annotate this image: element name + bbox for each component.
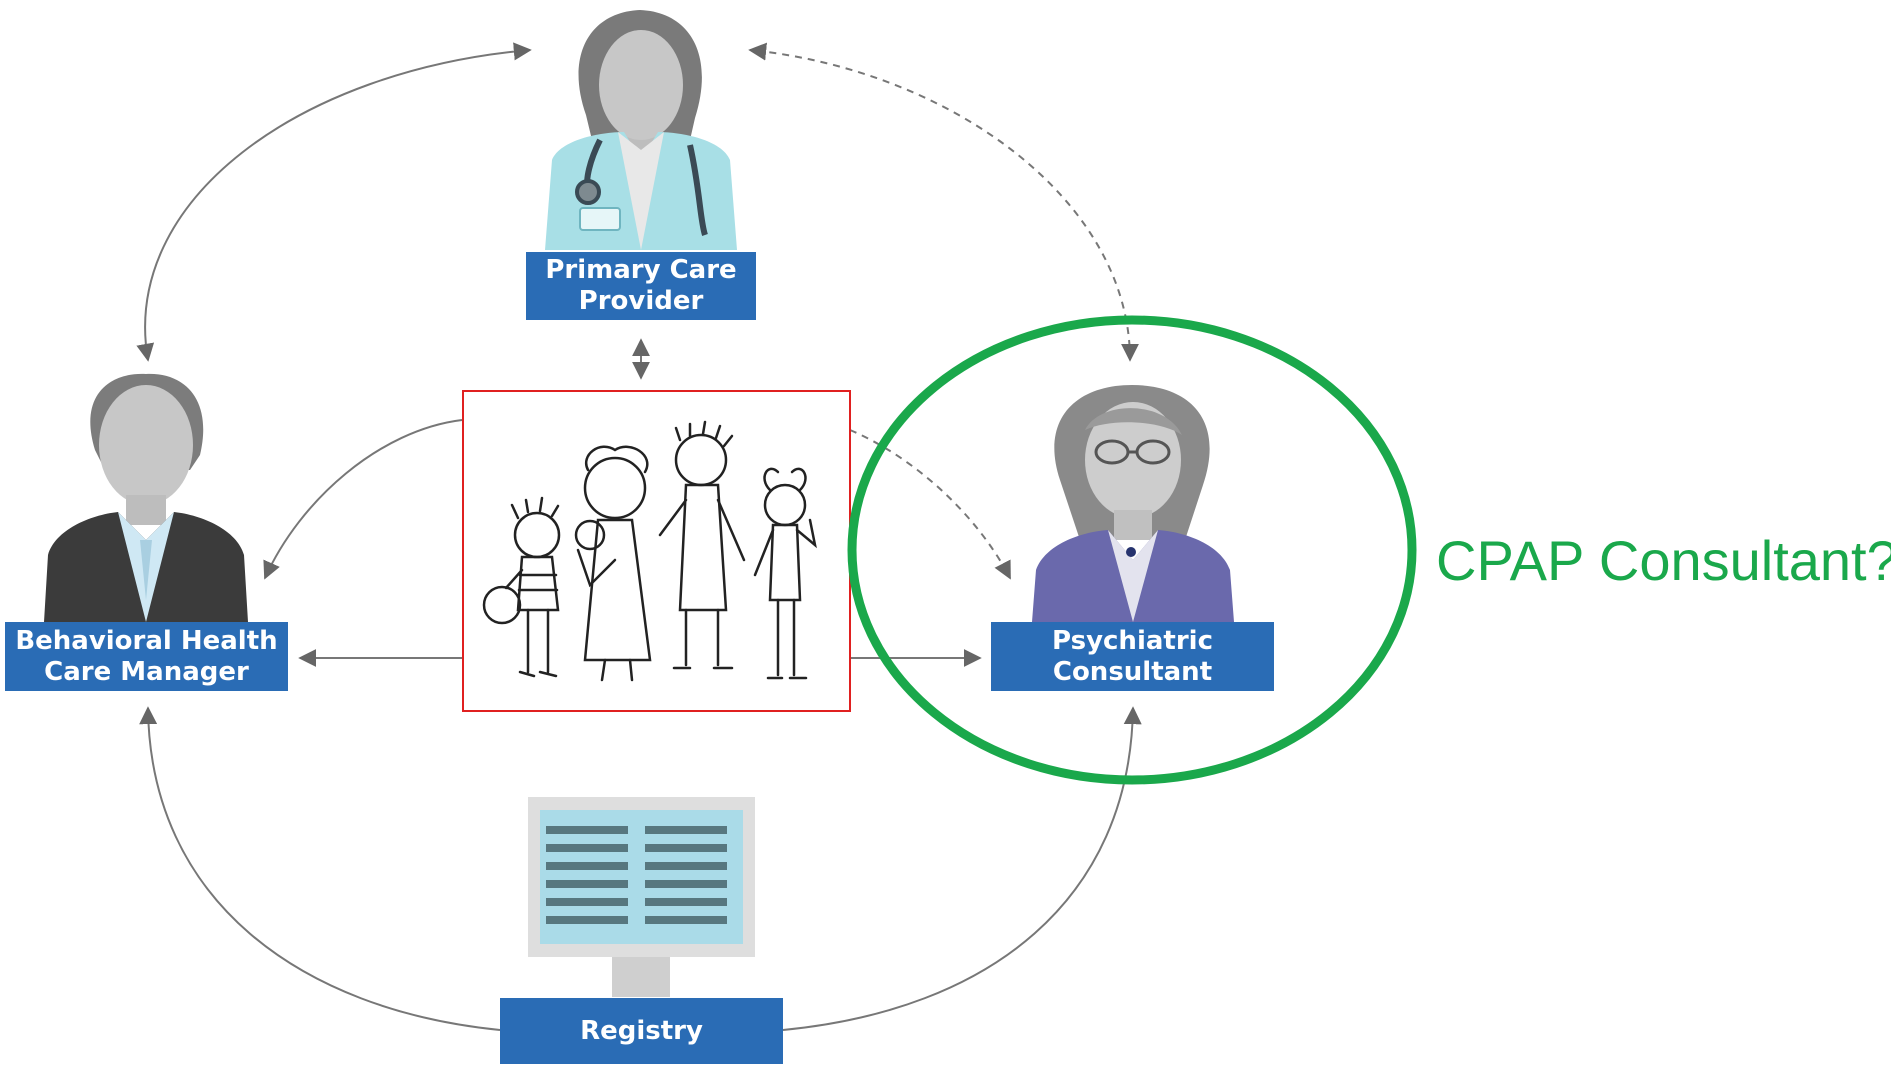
behavioral-health-line2: Care Manager	[44, 656, 249, 687]
doctor-icon	[545, 10, 737, 250]
care-manager-icon	[44, 373, 248, 622]
arrow-pcp-psych	[748, 42, 1139, 362]
connector-arrows	[136, 42, 1142, 1031]
behavioral-health-line1: Behavioral Health	[15, 625, 278, 656]
arrow-family-bhcm-curve	[263, 419, 463, 580]
primary-care-provider-label: Primary Care Provider	[526, 252, 756, 320]
psychiatric-consultant-label: Psychiatric Consultant	[991, 622, 1274, 691]
registry-label: Registry	[500, 998, 783, 1064]
behavioral-health-care-manager-label: Behavioral Health Care Manager	[5, 622, 288, 691]
family-drawing-icon	[462, 390, 851, 712]
arrow-registry-bhcm	[139, 706, 501, 1031]
arrow-registry-psych	[782, 706, 1142, 1031]
psychiatric-consultant-line2: Consultant	[1052, 656, 1213, 687]
primary-care-provider-line1: Primary Care	[545, 255, 737, 285]
arrow-pcp-bhcm	[136, 42, 532, 362]
registry-line1: Registry	[580, 1015, 703, 1046]
psychiatric-consultant-line1: Psychiatric	[1052, 625, 1213, 656]
computer-monitor-icon	[528, 797, 755, 997]
cpap-consultant-annotation: CPAP Consultant?	[1436, 529, 1891, 592]
primary-care-provider-line2: Provider	[578, 286, 704, 316]
arrow-family-psych-dashed	[849, 429, 1011, 580]
highlight-ellipse	[847, 315, 1417, 785]
psychiatrist-icon	[1032, 385, 1234, 622]
